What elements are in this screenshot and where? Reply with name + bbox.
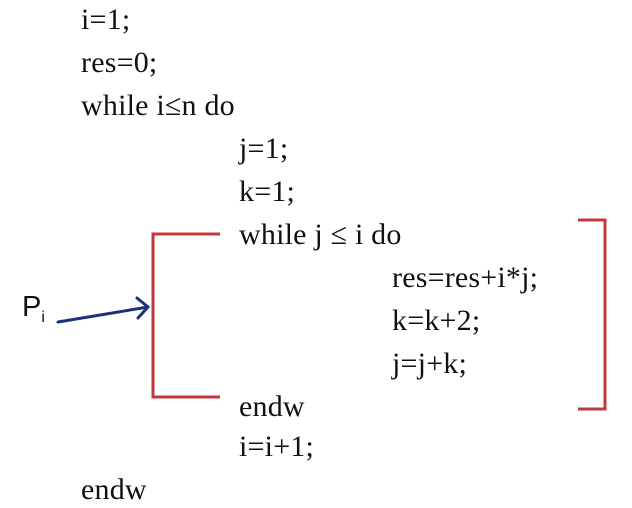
code-line-i-increment: i=i+1; [239, 430, 315, 463]
code-line-j-update: j=j+k; [392, 347, 468, 380]
code-line-res-update: res=res+i*j; [392, 261, 539, 294]
code-line-res-init: res=0; [81, 46, 158, 79]
code-line-k-update: k=k+2; [392, 304, 481, 337]
code-line-k-init: k=1; [239, 175, 296, 208]
pointer-arrow-head [135, 296, 150, 320]
pi-label: Pi [22, 291, 45, 334]
pi-label-main: P [22, 291, 42, 323]
code-line-j-init: j=1; [239, 132, 289, 165]
pointer-arrow-shaft [56, 305, 150, 324]
code-line-i-init: i=1; [81, 3, 131, 36]
left-bracket [151, 232, 220, 399]
right-bracket [578, 218, 607, 411]
code-line-inner-endw: endw [239, 390, 305, 423]
code-line-outer-endw: endw [81, 473, 147, 506]
code-line-inner-while: while j ≤ i do [239, 218, 402, 251]
pi-label-subscript: i [41, 309, 45, 326]
code-line-outer-while: while i≤n do [81, 89, 235, 122]
